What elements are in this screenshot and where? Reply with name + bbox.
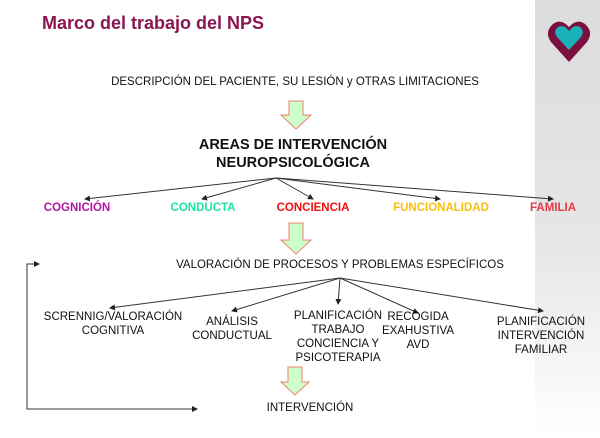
subitem-line: AVD [406,339,430,351]
areas-heading: AREAS DE INTERVENCIÓN NEUROPSICOLÓGICA [199,136,387,172]
subitem-recogida: RECOGIDA EXAHUSTIVA AVD [382,310,454,352]
subitem-line: EXAHUSTIVA [382,325,454,337]
category-cognicion: COGNICIÓN [43,202,111,214]
subitem-planificacion-familiar: PLANIFICACIÓN INTERVENCIÓN FAMILIAR [497,315,585,357]
description-text: DESCRIPCIÓN DEL PACIENTE, SU LESIÓN y OT… [111,76,479,88]
subitem-line: ANÁLISIS [206,316,258,328]
subitem-line: SCRENNIG/VALORACIÓN [43,311,183,323]
subitem-line: TRABAJO [311,324,365,336]
slide-title: Marco del trabajo del NPS [42,13,265,33]
subitem-line: CONCIENCIA Y [296,338,380,350]
down-arrow [279,100,313,130]
subitem-screening: SCRENNIG/VALORACIÓN COGNITIVA [44,310,182,338]
down-arrow [279,366,311,396]
subitem-planificacion-trabajo: PLANIFICACIÓN TRABAJO CONCIENCIA Y PSICOTER… [294,309,382,365]
subitem-line: PLANIFICACIÓN [496,316,586,328]
intervencion-text: INTERVENCIÓN [266,402,354,414]
category-funcionalidad: FUNCIONALIDAD [393,202,489,214]
subitem-line: COGNITIVA [81,325,145,337]
valoracion-branches [109,277,544,314]
areas-line1: AREAS DE INTERVENCIÓN [198,137,388,153]
valoracion-text: VALORACIÓN DE PROCESOS Y PROBLEMAS ESPEC… [176,259,504,271]
category-conducta: CONDUCTA [170,202,236,214]
area-branches [84,177,554,202]
subitem-line: PLANIFICACIÓN [293,310,383,322]
category-conciencia: CONCIENCIA [276,202,350,214]
areas-line2: NEUROPSICOLÓGICA [216,155,370,171]
subitem-line: FAMILIAR [514,344,568,356]
category-familia: FAMILIA [530,202,576,214]
subitem-line: INTERVENCIÓN [497,330,585,342]
subitem-analisis: ANÁLISIS CONDUCTUAL [192,315,272,343]
subitem-line: RECOGIDA [387,311,449,323]
subitem-line: CONDUCTUAL [192,330,272,342]
heart-logo [547,21,591,63]
subitem-line: PSICOTERAPIA [295,352,381,364]
side-panel [535,0,600,438]
down-arrow [279,222,313,255]
